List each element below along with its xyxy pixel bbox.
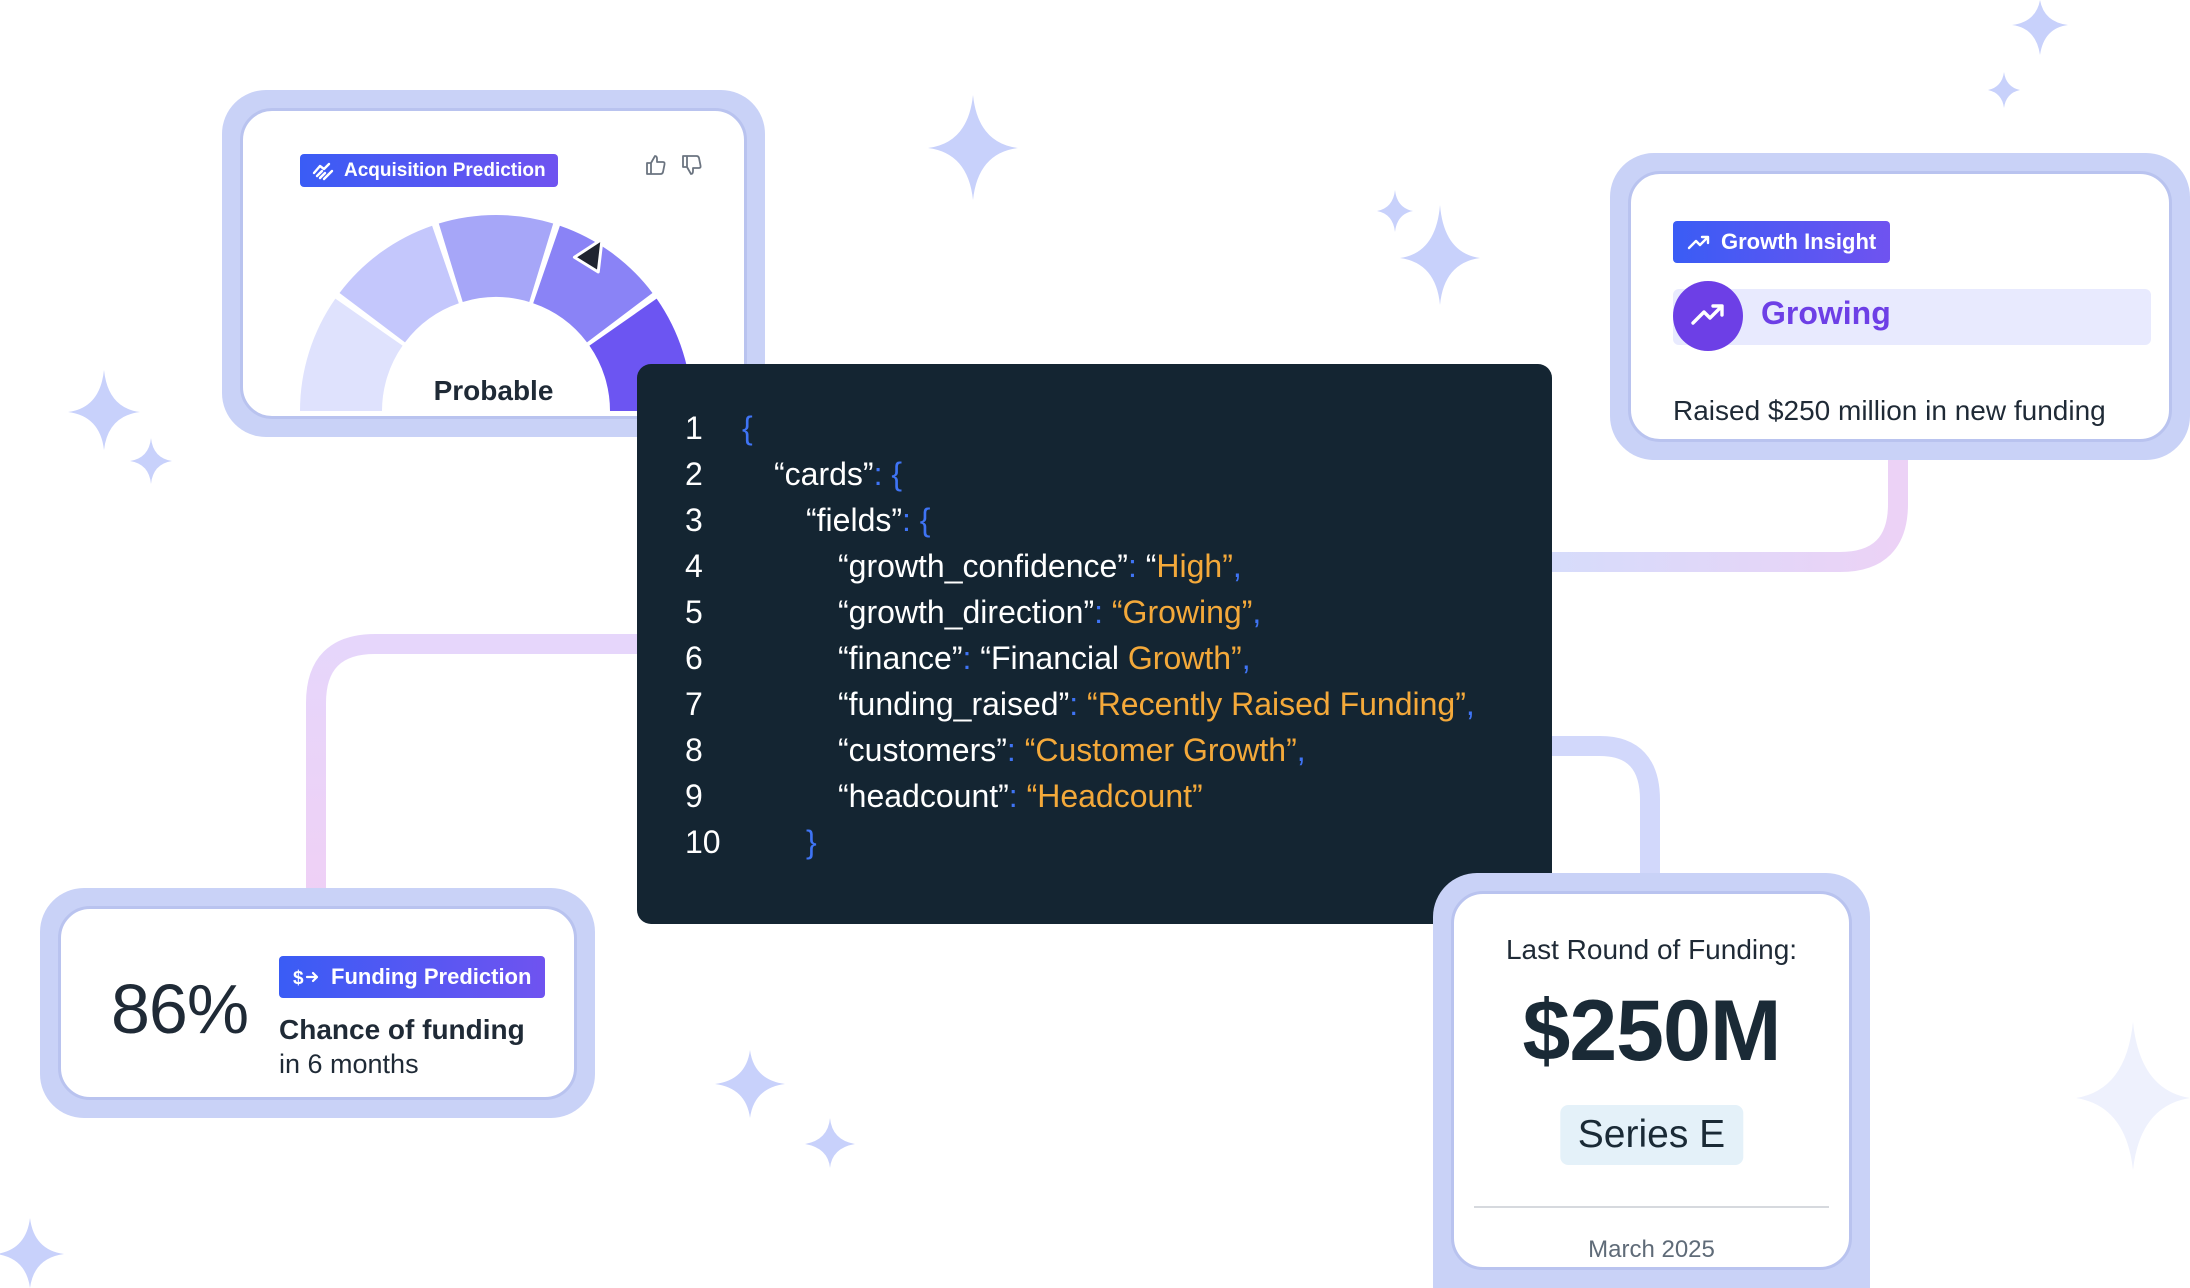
sparkle-icon-faint [2076, 1022, 2190, 1170]
funding-prediction-badge: $ Funding Prediction [279, 956, 546, 998]
code-token: , [1241, 640, 1251, 676]
line-number: 3 [685, 502, 703, 538]
code-token: : { [902, 502, 931, 538]
series-badge: Series E [1559, 1105, 1744, 1165]
sparkle-icon [0, 0, 2068, 1288]
growth-badge-label: Growth Insight [1721, 229, 1877, 254]
funding-percent: 86% [111, 970, 249, 1048]
connector-line-round [1550, 736, 1660, 890]
code-token: “funding_raised” [838, 686, 1070, 722]
last-round-amount: $250M [1522, 983, 1782, 1079]
json-code-panel: 1{2“cards”: {3“fields”: {4“growth_confid… [637, 364, 1552, 924]
code-token: Growth” [1127, 640, 1242, 676]
last-round-card: Last Round of Funding: $250M Series E Ma… [1433, 873, 1870, 1288]
code-token: : [962, 640, 981, 676]
code-token: “cards” [774, 456, 874, 492]
code-content: “funding_raised”: “Recently Raised Fundi… [838, 686, 1475, 723]
acquisition-badge-label: Acquisition Prediction [344, 159, 546, 181]
growth-status-icon-circle [1673, 281, 1743, 351]
growth-status-label: Growing [1761, 295, 1891, 331]
code-content: } [806, 824, 817, 861]
code-content: { [742, 410, 753, 447]
gauge-segment [300, 298, 403, 411]
line-number: 6 [685, 640, 703, 676]
code-token: : [1127, 548, 1146, 584]
growth-insight-card: Growth Insight Growing Raised $250 milli… [1610, 153, 2190, 460]
code-token: “growth_confidence” [838, 548, 1128, 584]
last-round-title: Last Round of Funding: [1505, 934, 1798, 965]
gauge-needle-icon [572, 237, 604, 274]
line-number: 1 [685, 410, 703, 446]
code-token: : [1006, 732, 1025, 768]
handshake-icon [312, 161, 334, 181]
trend-up-icon [1687, 234, 1711, 250]
line-number: 10 [685, 824, 721, 860]
code-content: “growth_direction”: “Growing”, [838, 594, 1261, 631]
code-token: “growth_direction” [838, 594, 1095, 630]
code-content: “customers”: “Customer Growth”, [838, 732, 1306, 769]
code-content: “finance”: “Financial Growth”, [838, 640, 1251, 677]
code-token: : [1008, 778, 1027, 814]
thumbs-up-icon[interactable] [644, 153, 668, 182]
line-number: 8 [685, 732, 703, 768]
growth-status-bar [1673, 289, 2151, 345]
code-token: { [742, 410, 753, 446]
code-content: “headcount”: “Headcount” [838, 778, 1203, 815]
funding-chance-label: Chance of funding [279, 1014, 525, 1045]
code-token: “Customer Growth” [1024, 732, 1297, 768]
code-token: , [1465, 686, 1475, 722]
code-token: “Headcount” [1026, 778, 1203, 814]
growth-description: Raised $250 million in new funding [1673, 395, 2106, 426]
code-token: “finance” [838, 640, 963, 676]
line-number: 5 [685, 594, 703, 630]
code-content: “fields”: { [806, 502, 930, 539]
code-token: “customers” [838, 732, 1007, 768]
gauge-label: Probable [433, 375, 554, 406]
feedback-buttons [644, 153, 704, 182]
code-token: “Recently Raised Funding” [1087, 686, 1466, 722]
growth-card-body: Growth Insight Growing Raised $250 milli… [1628, 171, 2172, 442]
code-token: “fields” [806, 502, 903, 538]
code-token: “Financial [980, 640, 1128, 676]
line-number: 2 [685, 456, 703, 492]
acquisition-gauge [300, 215, 692, 411]
last-round-card-body: Last Round of Funding: $250M Series E Ma… [1451, 891, 1852, 1270]
code-token: , [1296, 732, 1306, 768]
line-number: 4 [685, 548, 703, 584]
code-token: : [1094, 594, 1112, 630]
funding-card-body: 86% $ Funding Prediction Chance of fundi… [58, 906, 577, 1100]
last-round-date: March 2025 [1588, 1236, 1715, 1263]
code-token: , [1232, 548, 1242, 584]
code-token: : { [873, 456, 903, 492]
code-token: “headcount” [838, 778, 1009, 814]
code-token: “ [1145, 548, 1157, 584]
funding-badge-label: Funding Prediction [331, 964, 532, 989]
acquisition-prediction-badge: Acquisition Prediction [300, 154, 558, 187]
funding-prediction-card: 86% $ Funding Prediction Chance of fundi… [40, 888, 595, 1118]
code-token: : [1069, 686, 1088, 722]
code-token: , [1252, 594, 1262, 630]
line-number: 7 [685, 686, 703, 722]
trend-up-icon [1690, 302, 1726, 331]
code-token: “Growing” [1111, 594, 1253, 630]
code-token: High” [1156, 548, 1233, 584]
growth-status-row: Growing [1673, 281, 2151, 351]
growth-insight-badge: Growth Insight [1673, 221, 1891, 263]
code-content: “growth_confidence”: “High”, [838, 548, 1242, 585]
gauge-segment [339, 225, 459, 343]
thumbs-down-icon[interactable] [680, 153, 704, 182]
code-content: “cards”: { [774, 456, 902, 493]
connector-line-growth [1550, 440, 1908, 572]
divider [1474, 1206, 1829, 1208]
connector-line-funding [306, 634, 640, 900]
code-token: } [806, 824, 817, 860]
gauge-segment [533, 225, 653, 343]
dollar-arrow-icon: $ [293, 967, 321, 987]
line-number: 9 [685, 778, 703, 814]
gauge-segment [438, 215, 554, 302]
svg-text:$: $ [293, 968, 304, 987]
funding-timeframe-label: in 6 months [279, 1049, 419, 1079]
